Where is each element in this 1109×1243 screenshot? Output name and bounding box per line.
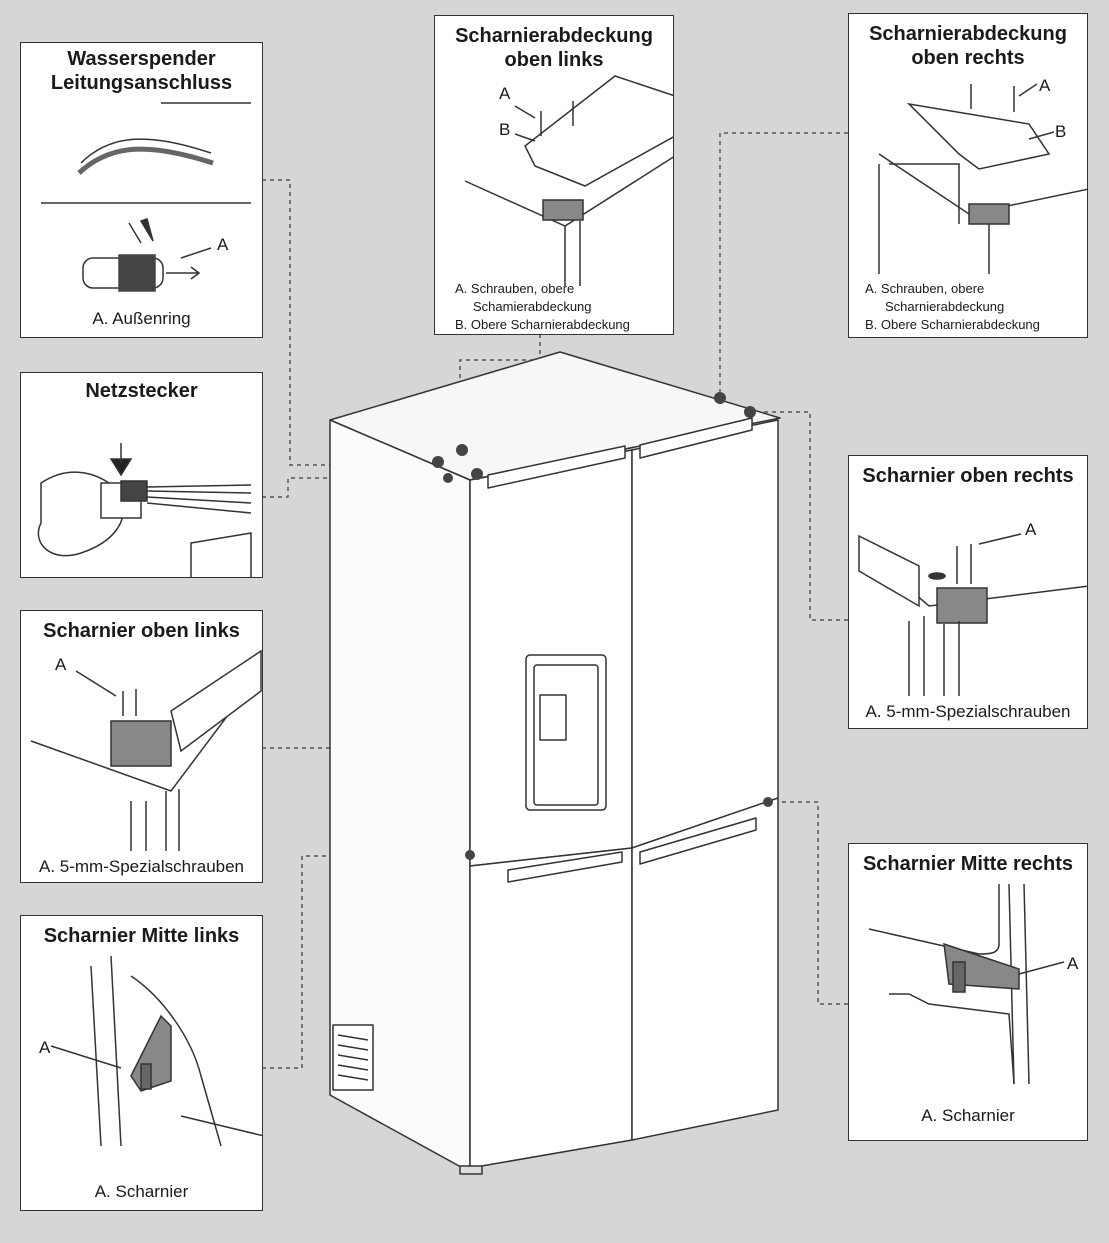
marker-a: A: [1039, 76, 1051, 95]
panel-abdeckung-oben-links: Scharnierabdeckung oben links A B A. Sch…: [434, 15, 674, 335]
panel-scharnier-mitte-rechts: Scharnier Mitte rechts A A. Scharnier: [848, 843, 1088, 1141]
panel-caption: A. Scharnier: [94, 1182, 189, 1201]
upper-right-hinge-illustration: [858, 533, 1087, 696]
middle-left-hinge-illustration: [50, 955, 262, 1147]
panel-caption: A. Scharnier: [921, 1106, 1015, 1125]
upper-right-hinge-cover-illustration: [878, 83, 1087, 274]
panel-scharnier-oben-rechts: Scharnier oben rechts A A. 5-mm-Spezials…: [848, 455, 1088, 729]
door-lower-left: [469, 847, 633, 1169]
panel-caption: A. 5-mm-Spezialschrauben: [38, 857, 245, 876]
panel-abdeckung-oben-rechts: Scharnierabdeckung oben rechts A B A. Sc…: [848, 13, 1088, 338]
panel-title: Scharnier oben links: [43, 620, 240, 642]
panel-title: Scharnier Mitte rechts: [862, 853, 1074, 875]
fridge-illustration: [329, 351, 781, 1175]
marker-b: B: [499, 120, 511, 139]
marker-a: A: [39, 1038, 51, 1057]
panel-caption: A. Schrauben, obere Schamierabdeckung B.…: [455, 281, 630, 332]
door-lower-right: [631, 797, 779, 1141]
upper-left-hinge-illustration: [30, 649, 262, 851]
marker-a: A: [499, 84, 511, 103]
leader-scharnier-mitte-links: [262, 855, 467, 1069]
panel-title: Wasserspender Leitungsanschluss: [50, 48, 233, 94]
panel-netzstecker: Netzstecker: [20, 372, 263, 578]
leader-scharnier-oben-rechts: [750, 411, 848, 621]
middle-right-hinge-illustration: [868, 883, 1065, 1085]
door-upper-right: [631, 419, 779, 849]
upper-left-hinge-cover-illustration: [464, 75, 673, 286]
panel-scharnier-oben-links: Scharnier oben links A A. 5-mm-Spezialsc…: [20, 610, 263, 883]
panel-caption: A. 5-mm-Spezialschrauben: [865, 702, 1071, 721]
power-plug-illustration: [37, 443, 252, 577]
marker-a: A: [1025, 520, 1037, 539]
panel-title: Scharnierabdeckung oben rechts: [869, 23, 1067, 69]
marker-b: B: [1055, 122, 1067, 141]
panel-title: Scharnier oben rechts: [862, 465, 1074, 487]
marker-a: A: [217, 235, 229, 254]
marker-a: A: [1067, 954, 1079, 973]
panel-scharnier-mitte-links: Scharnier Mitte links A A. Scharnier: [20, 915, 263, 1211]
panel-wasserspender: Wasserspender Leitungsanschluss A A. Auß…: [20, 42, 263, 338]
panel-title: Scharnier Mitte links: [43, 925, 240, 947]
leader-abdeckung-rechts: [719, 132, 848, 398]
panel-title: Scharnierabdeckung oben links: [455, 25, 653, 71]
marker-a: A: [55, 655, 67, 674]
panel-caption: A. Außenring: [92, 309, 191, 328]
leader-scharnier-mitte-rechts: [770, 801, 848, 1005]
water-line-connection-illustration: [41, 102, 251, 292]
panel-title: Netzstecker: [85, 380, 198, 402]
panel-caption: A. Schrauben, obere Scharnierabdeckung B…: [865, 281, 1040, 332]
